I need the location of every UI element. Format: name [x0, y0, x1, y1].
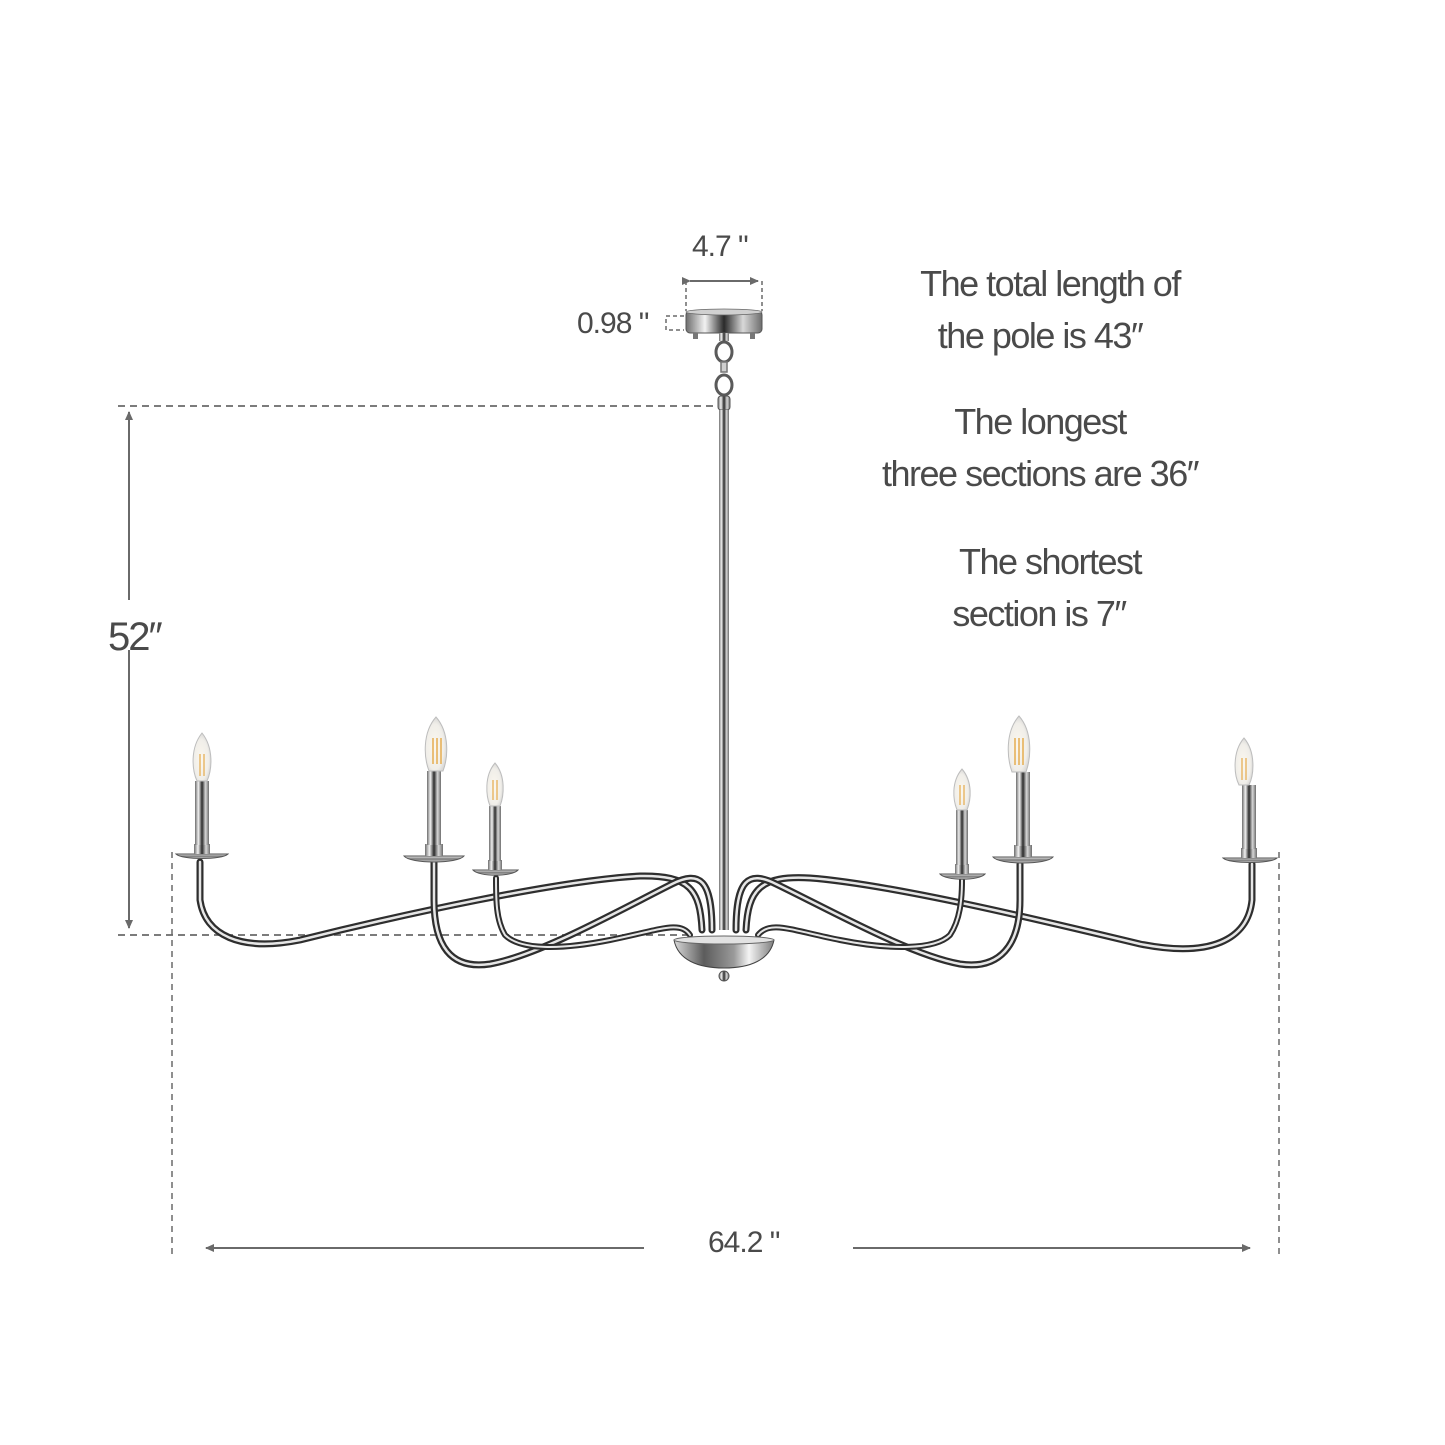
- canopy-height-bracket: [665, 315, 684, 331]
- note-longest-sections-line1: The longest: [954, 401, 1127, 442]
- candle-inner-right: [938, 768, 987, 880]
- bulb-icon: [424, 716, 448, 772]
- candle-right: [991, 715, 1055, 864]
- bulb-icon: [1007, 715, 1031, 773]
- chain: [714, 340, 734, 411]
- note-shortest-section-line2: section is 7″: [952, 593, 1127, 635]
- canopy-width-label: 4.7 ": [692, 230, 749, 263]
- canopy-height-label: 0.98 ": [577, 307, 649, 340]
- pole: [719, 410, 729, 930]
- bulb-icon: [486, 762, 504, 807]
- arm-right: [732, 860, 1024, 969]
- bulb-icon: [192, 732, 212, 782]
- candle-left: [402, 716, 466, 863]
- canopy: [685, 308, 763, 341]
- note-shortest-section-line1: The shortest: [958, 541, 1143, 582]
- candle-far-right: [1221, 737, 1279, 863]
- note-longest-sections: The longest three sections are 36″: [850, 396, 1230, 500]
- arm-left: [430, 858, 716, 969]
- overall-height-label: 52″: [108, 615, 163, 659]
- note-shortest-section: The shortest section is 7″: [870, 536, 1230, 640]
- candle-inner-left: [471, 762, 520, 876]
- note-longest-sections-line2: three sections are 36″: [882, 453, 1199, 495]
- arm-inner-left: [493, 875, 693, 950]
- finial: [718, 970, 730, 982]
- bulb-icon: [1234, 737, 1254, 786]
- arms: [196, 858, 1256, 969]
- overall-width-label: 64.2 ": [708, 1226, 780, 1259]
- note-pole-length-line2: the pole is 43″: [937, 315, 1144, 357]
- note-pole-length-line1: The total length of: [920, 263, 1181, 304]
- candle-far-left: [174, 732, 230, 859]
- arm-far-left: [196, 858, 706, 948]
- center-bowl: [673, 935, 775, 982]
- bulb-icon: [953, 768, 971, 811]
- arm-inner-right: [755, 877, 965, 950]
- note-pole-length: The total length of the pole is 43″: [870, 258, 1230, 362]
- dimension-lines: [118, 277, 1280, 1258]
